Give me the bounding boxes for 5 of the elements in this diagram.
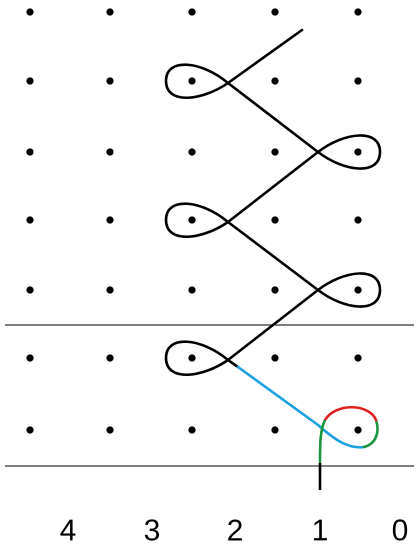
position-label: 4 bbox=[60, 520, 76, 540]
position-label: 3 bbox=[144, 519, 160, 541]
position-label: 1 bbox=[314, 520, 327, 540]
position-label: 2 bbox=[228, 520, 242, 540]
position-label: 0 bbox=[392, 519, 408, 541]
